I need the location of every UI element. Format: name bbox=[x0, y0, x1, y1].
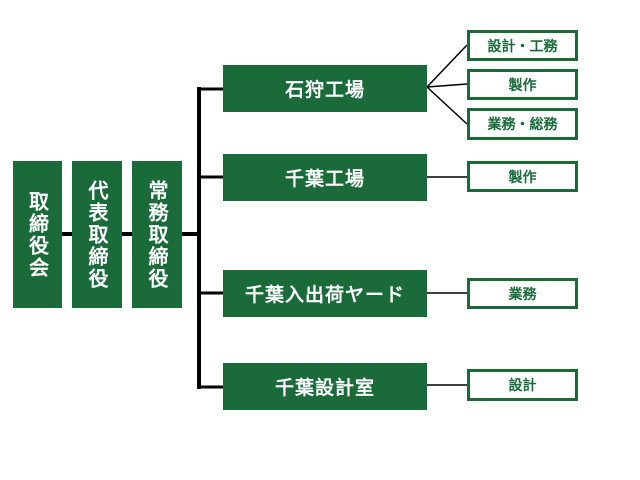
unit-ishikari-factory: 石狩工場 bbox=[223, 65, 427, 112]
representative-director-label: 代表取締役 bbox=[85, 179, 109, 290]
task-label: 設計・工務 bbox=[487, 38, 558, 55]
task-ishikari-operations-admin: 業務・総務 bbox=[467, 108, 578, 140]
board-of-directors-label: 取締役会 bbox=[25, 190, 50, 279]
task-label: 業務・総務 bbox=[487, 117, 558, 133]
task-ishikari-design-construction: 設計・工務 bbox=[467, 30, 578, 61]
unit-chiba-factory: 千葉工場 bbox=[223, 154, 427, 201]
task-label: 製作 bbox=[508, 169, 537, 186]
unit-chiba-factory-label: 千葉工場 bbox=[284, 168, 365, 190]
representative-director-box: 代表取締役 bbox=[72, 161, 122, 308]
unit-ishikari-factory-label: 石狩工場 bbox=[284, 79, 365, 101]
task-label: 設計 bbox=[508, 378, 537, 394]
unit-chiba-shipping-yard: 千葉入出荷ヤード bbox=[223, 270, 427, 317]
task-chiba-yard-operations: 業務 bbox=[467, 278, 578, 309]
connector-ishikari-task-2 bbox=[426, 83, 468, 88]
unit-chiba-design-office: 千葉設計室 bbox=[223, 363, 427, 410]
unit-chiba-shipping-yard-label: 千葉入出荷ヤード bbox=[244, 284, 405, 306]
connector-ishikari-task-3 bbox=[426, 86, 468, 125]
task-chiba-design: 設計 bbox=[467, 369, 578, 401]
task-chiba-factory-manufacturing: 製作 bbox=[467, 161, 578, 192]
managing-director-label: 常務取締役 bbox=[145, 179, 169, 290]
managing-director-box: 常務取締役 bbox=[132, 161, 182, 308]
task-ishikari-manufacturing: 製作 bbox=[467, 69, 578, 100]
unit-chiba-design-office-label: 千葉設計室 bbox=[274, 377, 375, 399]
connector-ishikari-task-1 bbox=[426, 44, 468, 88]
task-label: 業務 bbox=[508, 286, 537, 303]
task-label: 製作 bbox=[508, 77, 537, 94]
board-of-directors-box: 取締役会 bbox=[13, 161, 62, 308]
